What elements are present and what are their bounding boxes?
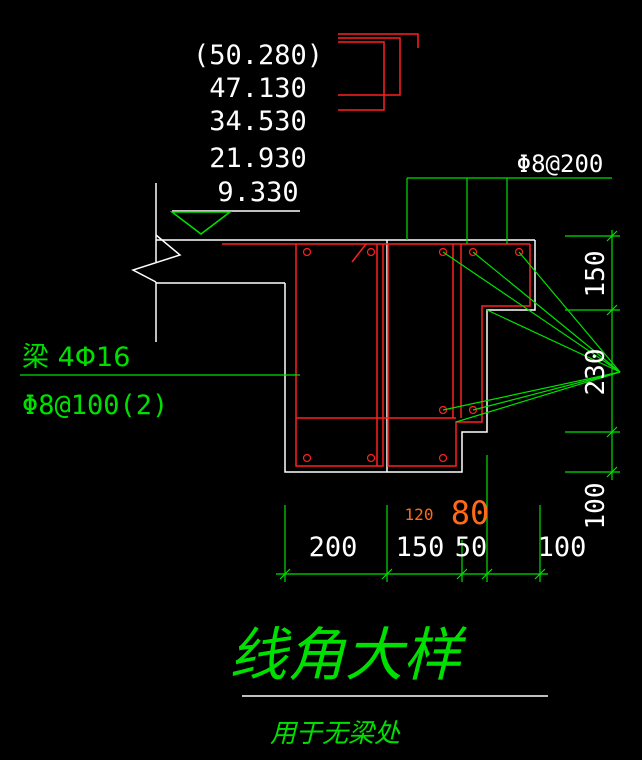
rebar-dots (302, 247, 524, 463)
stirrup-label: Φ8@100(2) (22, 390, 168, 421)
slab-outline (131, 183, 535, 342)
elevation-labels: (50.280) 47.130 34.530 21.930 9.330 (193, 40, 323, 208)
detail-title: 线角大样 (229, 621, 467, 689)
vertical-dimension-labels: 150 230 100 (581, 251, 611, 530)
dim-150: 150 (396, 532, 445, 563)
elevation-leaders (338, 33, 419, 111)
rebar-callout: Φ8@200 (517, 150, 604, 178)
horizontal-dimension-labels: 200 150 50 100 (309, 532, 587, 563)
elevation-triangle-icon (169, 211, 233, 235)
green-leaders (20, 177, 621, 582)
elevation-3: 34.530 (209, 106, 307, 137)
beam-label: 梁 4Φ16 (22, 342, 130, 373)
dim-200: 200 (309, 532, 358, 563)
cornice-outline (284, 240, 536, 473)
elevation-2: 47.130 (209, 73, 307, 104)
dim-120-orange: 120 (405, 505, 434, 524)
dim-230-vertical: 230 (581, 349, 611, 396)
dim-100-vertical: 100 (581, 483, 611, 530)
detail-subtitle: 用于无梁处 (270, 719, 401, 749)
dim-50: 50 (455, 532, 488, 563)
dim-150-vertical: 150 (581, 251, 611, 298)
break-line-icon (131, 234, 182, 283)
dim-100: 100 (538, 532, 587, 563)
elevation-4: 21.930 (209, 143, 307, 174)
dim-80-orange: 80 (451, 494, 490, 532)
elevation-5: 9.330 (217, 177, 298, 208)
elevation-1: (50.280) (193, 40, 323, 71)
